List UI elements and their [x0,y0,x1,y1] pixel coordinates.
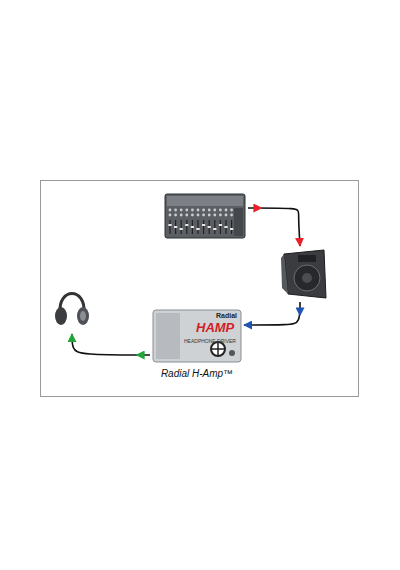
frame [41,181,359,397]
stage-monitor [280,248,328,300]
headphones [52,283,92,331]
signal-cable [72,334,150,355]
phones-illustration [52,283,92,331]
signal-cable [244,302,300,325]
brand-logo: Radial [216,312,237,319]
product-logo: HAMP [196,321,234,335]
headphone-amp: RadialHAMPHEADPHONE DRIVERRadial H-Amp™ [152,309,242,363]
mixer-illustration [164,190,246,240]
signal-cable [248,208,300,246]
device-caption: Radial H-Amp™ [161,369,233,380]
mixer-console [164,190,246,240]
speaker-illustration [280,248,328,300]
product-subtitle: HEADPHONE DRIVER [184,339,236,344]
